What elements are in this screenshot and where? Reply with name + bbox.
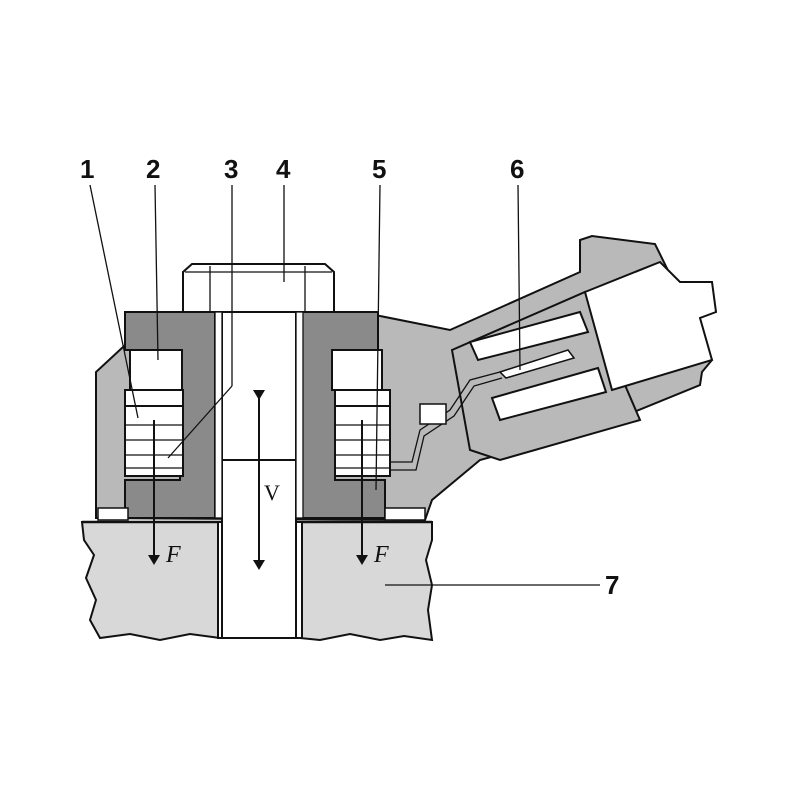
callout-1: 1	[80, 154, 94, 184]
connector-plug	[583, 260, 718, 392]
seismic-mass-left	[129, 349, 183, 391]
piezo-element-right	[334, 389, 391, 407]
lead-wire-2	[385, 377, 503, 471]
wire-clip	[419, 403, 447, 425]
force-label-right: F	[373, 542, 389, 568]
leader-1	[89, 184, 139, 419]
force-label-left: F	[165, 542, 181, 568]
leader-2	[154, 184, 159, 361]
callout-3: 3	[224, 154, 238, 184]
callout-5: 5	[372, 154, 386, 184]
terminal-pin-lower	[490, 366, 608, 422]
callout-6: 6	[510, 154, 524, 184]
callout-4: 4	[276, 154, 291, 184]
callout-2: 2	[146, 154, 160, 184]
bolt-head	[182, 263, 335, 313]
housing-foot-right	[384, 507, 426, 521]
sleeve-inner	[214, 311, 223, 519]
housing-foot-left	[97, 507, 129, 521]
terminal-pin-upper	[468, 310, 590, 362]
leader-6	[517, 184, 521, 371]
leader-3b	[167, 385, 233, 459]
terminal-contact	[498, 349, 576, 379]
callout-7: 7	[605, 570, 619, 600]
velocity-label: V	[264, 480, 280, 505]
seismic-mass-right	[331, 349, 383, 391]
sleeve-inner-right	[295, 311, 304, 519]
leader-5	[375, 184, 381, 491]
